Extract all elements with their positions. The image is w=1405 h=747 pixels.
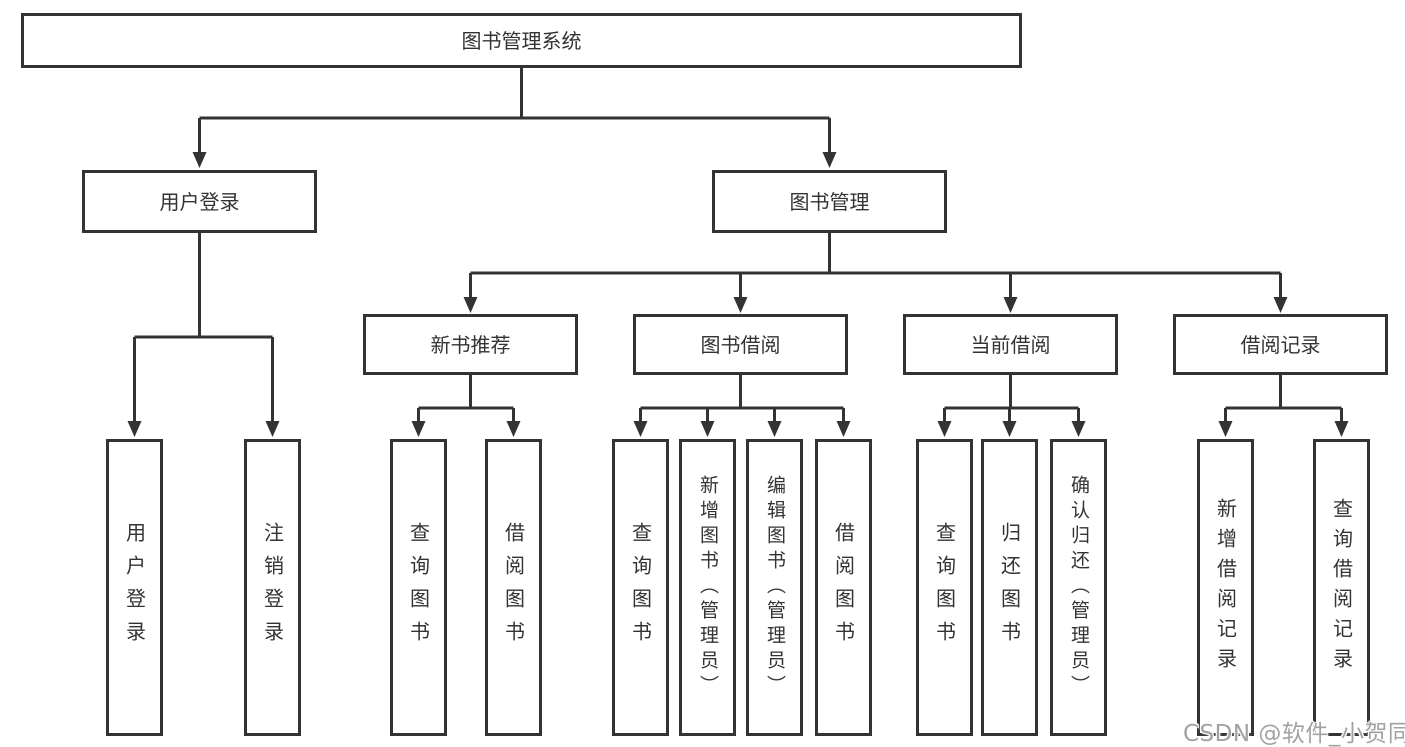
arrowhead: [1071, 421, 1086, 437]
connector-user-login-to-leaves: [133, 233, 274, 421]
connector-book-mgmt-to-level3: [469, 233, 1282, 297]
arrowhead: [700, 421, 715, 437]
leaf-query-books-1: 查询图书: [390, 439, 447, 736]
leaf-borrow-books-2: 借阅图书: [815, 439, 872, 736]
arrowhead: [822, 152, 837, 168]
arrowhead: [1218, 421, 1233, 437]
leaf-query-borrow-record-label: 查询借阅记录: [1329, 497, 1354, 678]
node-book-borrow: 图书借阅: [633, 314, 848, 375]
arrowheads: [127, 152, 1349, 437]
arrowhead: [836, 421, 851, 437]
connector-book-borrow-to-leaves: [639, 375, 845, 421]
leaf-query-books-3-label: 查询图书: [932, 521, 957, 654]
leaf-edit-book-admin-label: 编辑图书（管理员）: [764, 475, 786, 700]
leaf-edit-book-admin: 编辑图书（管理员）: [746, 439, 803, 736]
node-root: 图书管理系统: [21, 13, 1022, 68]
arrowhead: [937, 421, 952, 437]
leaf-borrow-books-2-label: 借阅图书: [831, 521, 856, 654]
node-borrow-records: 借阅记录: [1173, 314, 1388, 375]
leaf-borrow-books-1-label: 借阅图书: [501, 521, 526, 654]
leaf-query-books-1-label: 查询图书: [406, 521, 431, 654]
arrowhead: [733, 297, 748, 313]
arrowhead: [767, 421, 782, 437]
leaf-user-login: 用户登录: [106, 439, 163, 736]
arrowhead: [1002, 421, 1017, 437]
arrowhead: [1273, 297, 1288, 313]
node-user-login-label: 用户登录: [159, 189, 240, 214]
arrowhead: [1334, 421, 1349, 437]
leaf-query-books-3: 查询图书: [916, 439, 973, 736]
node-root-label: 图书管理系统: [461, 28, 582, 53]
leaf-return-book: 归还图书: [981, 439, 1038, 736]
node-book-management: 图书管理: [712, 170, 947, 233]
leaf-return-book-label: 归还图书: [997, 521, 1022, 654]
node-new-book-recommend-label: 新书推荐: [430, 332, 511, 357]
leaf-add-borrow-record: 新增借阅记录: [1197, 439, 1254, 736]
arrowhead: [411, 421, 426, 437]
leaf-logout-login: 注销登录: [244, 439, 301, 736]
leaf-confirm-return-admin: 确认归还（管理员）: [1050, 439, 1107, 736]
watermark: CSDN @软件_小贺同学: [1183, 721, 1405, 747]
arrowhead: [1003, 297, 1018, 313]
connector-borrow-records-to-leaves: [1224, 375, 1343, 421]
arrowhead: [192, 152, 207, 168]
leaf-query-books-2: 查询图书: [612, 439, 669, 736]
leaf-add-borrow-record-label: 新增借阅记录: [1213, 497, 1238, 678]
node-new-book-recommend: 新书推荐: [363, 314, 578, 375]
arrowhead: [265, 421, 280, 437]
leaf-query-borrow-record: 查询借阅记录: [1313, 439, 1370, 736]
connector-new-book-to-leaves: [417, 375, 515, 421]
node-user-login: 用户登录: [82, 170, 317, 233]
node-current-borrow: 当前借阅: [903, 314, 1118, 375]
connector-root-to-level2: [198, 68, 831, 152]
leaf-add-book-admin: 新增图书（管理员）: [679, 439, 736, 736]
arrowhead: [633, 421, 648, 437]
leaf-confirm-return-admin-label: 确认归还（管理员）: [1068, 475, 1090, 700]
leaf-logout-login-label: 注销登录: [260, 521, 285, 654]
node-current-borrow-label: 当前借阅: [970, 332, 1051, 357]
connector-current-borrow-to-leaves: [943, 375, 1080, 421]
node-book-management-label: 图书管理: [789, 189, 870, 214]
arrowhead: [506, 421, 521, 437]
arrowhead: [127, 421, 142, 437]
leaf-user-login-label: 用户登录: [122, 521, 147, 654]
leaf-query-books-2-label: 查询图书: [628, 521, 653, 654]
leaf-add-book-admin-label: 新增图书（管理员）: [697, 475, 719, 700]
node-borrow-records-label: 借阅记录: [1240, 332, 1321, 357]
arrowhead: [463, 297, 478, 313]
leaf-borrow-books-1: 借阅图书: [485, 439, 542, 736]
node-book-borrow-label: 图书借阅: [700, 332, 781, 357]
